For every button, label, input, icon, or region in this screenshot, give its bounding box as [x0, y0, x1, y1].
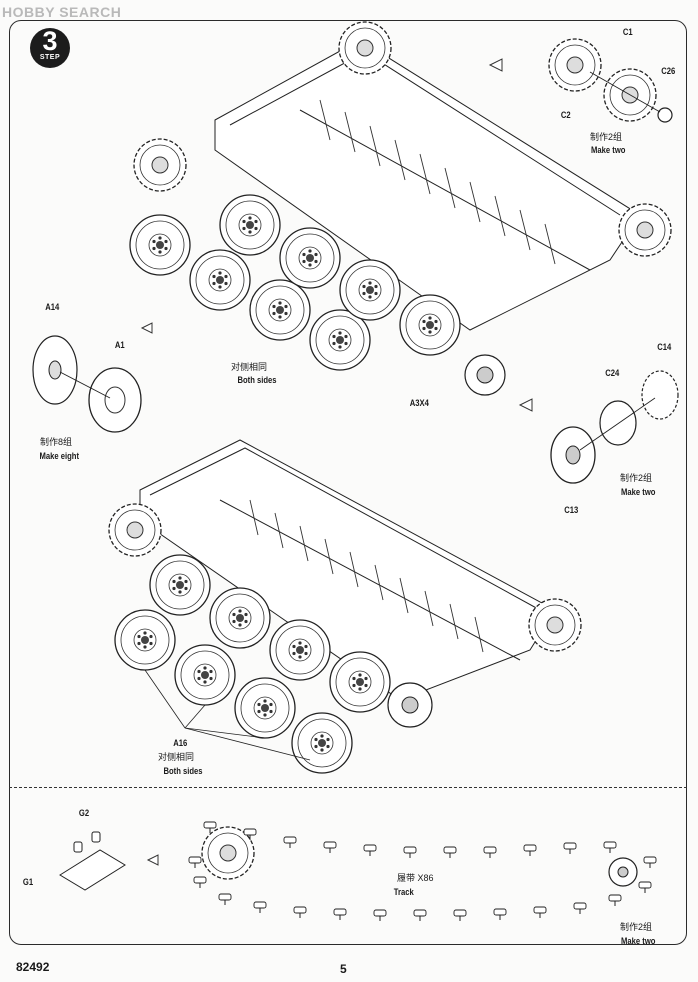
- note-make-two-en: Make two: [591, 145, 626, 155]
- watermark: HOBBY SEARCH: [2, 4, 122, 20]
- note-both-sides-cn-2: 对侧相同: [158, 752, 195, 762]
- step-label: STEP: [39, 54, 61, 61]
- page-frame: [9, 20, 687, 945]
- part-label-c13: C13: [564, 505, 579, 515]
- part-label-a1: A1: [114, 340, 125, 350]
- note-track-en: Track: [393, 887, 414, 897]
- catalog-number: 82492: [16, 960, 50, 974]
- note-make-two-cn-2: 制作2组: [620, 473, 653, 483]
- note-both-sides-cn: 对侧相同: [231, 362, 268, 372]
- note-make-eight-cn: 制作8组: [40, 437, 73, 447]
- step-badge: [30, 28, 70, 68]
- note-make-two-cn-3: 制作2组: [620, 922, 653, 932]
- part-label-c14: C14: [657, 342, 672, 352]
- part-label-a16: A16: [173, 738, 188, 748]
- note-make-eight-en: Make eight: [39, 451, 80, 461]
- step-number: 3: [42, 26, 58, 56]
- part-label-g2: G2: [78, 808, 90, 818]
- note-both-sides-en: Both sides: [237, 375, 277, 385]
- part-label-c26: C26: [661, 66, 676, 76]
- page-number: 5: [340, 962, 347, 976]
- note-make-two-en-2: Make two: [621, 487, 656, 497]
- part-label-a14: A14: [45, 302, 60, 312]
- note-make-two-cn: 制作2组: [590, 132, 623, 142]
- part-label-c24: C24: [605, 368, 620, 378]
- note-both-sides-en-2: Both sides: [163, 766, 203, 776]
- note-make-two-en-3: Make two: [621, 936, 656, 946]
- track-link-part: [59, 831, 126, 891]
- part-label-g1: G1: [22, 877, 34, 887]
- track-loop: [188, 821, 657, 922]
- part-label-c1: C1: [622, 27, 633, 37]
- section-divider: [9, 787, 687, 788]
- note-track-cn: 履带 X86: [397, 873, 434, 883]
- part-label-c2: C2: [560, 110, 571, 120]
- part-label-a3x4: A3X4: [409, 398, 429, 408]
